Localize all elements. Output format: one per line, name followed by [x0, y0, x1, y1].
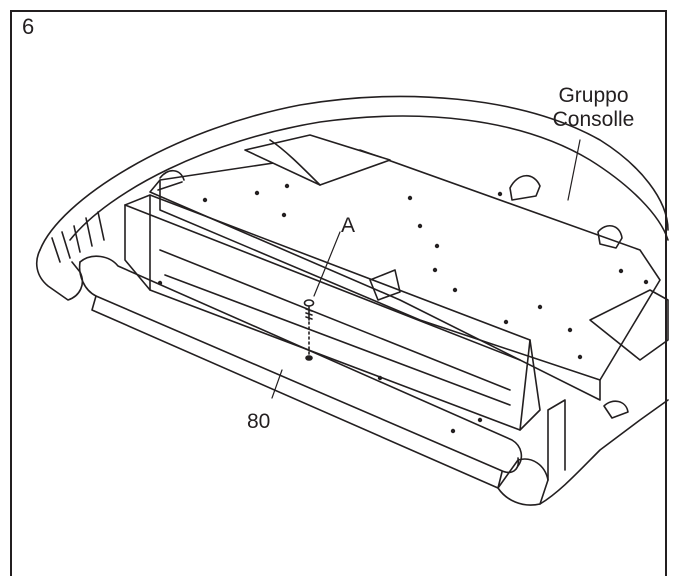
leader-screw-a — [313, 231, 341, 297]
screw-a-label: A — [341, 214, 356, 237]
console-label-line2: Consolle — [552, 108, 635, 131]
console-frame-inner — [69, 115, 669, 241]
part-80-label: 80 — [247, 410, 271, 433]
right-end-cap — [497, 458, 549, 506]
left-end-cap — [35, 249, 84, 301]
console-front-panel — [124, 194, 541, 431]
console-assembly-label: Gruppo Consolle — [536, 84, 651, 132]
console-frame-outer — [39, 95, 669, 251]
strap-right — [597, 225, 623, 249]
strap-mid — [509, 174, 541, 201]
console-label-line1: Gruppo — [558, 84, 629, 107]
step-number: 6 — [22, 14, 35, 39]
screw-a — [303, 299, 315, 361]
strap-left — [157, 169, 185, 191]
figure-frame — [10, 10, 667, 576]
console-back-plate — [159, 149, 661, 381]
strap-bottom-right — [603, 400, 629, 419]
leader-console — [567, 139, 581, 201]
leader-part-80 — [271, 369, 283, 399]
handlebar-80 — [78, 261, 520, 474]
mounting-holes — [157, 183, 649, 434]
